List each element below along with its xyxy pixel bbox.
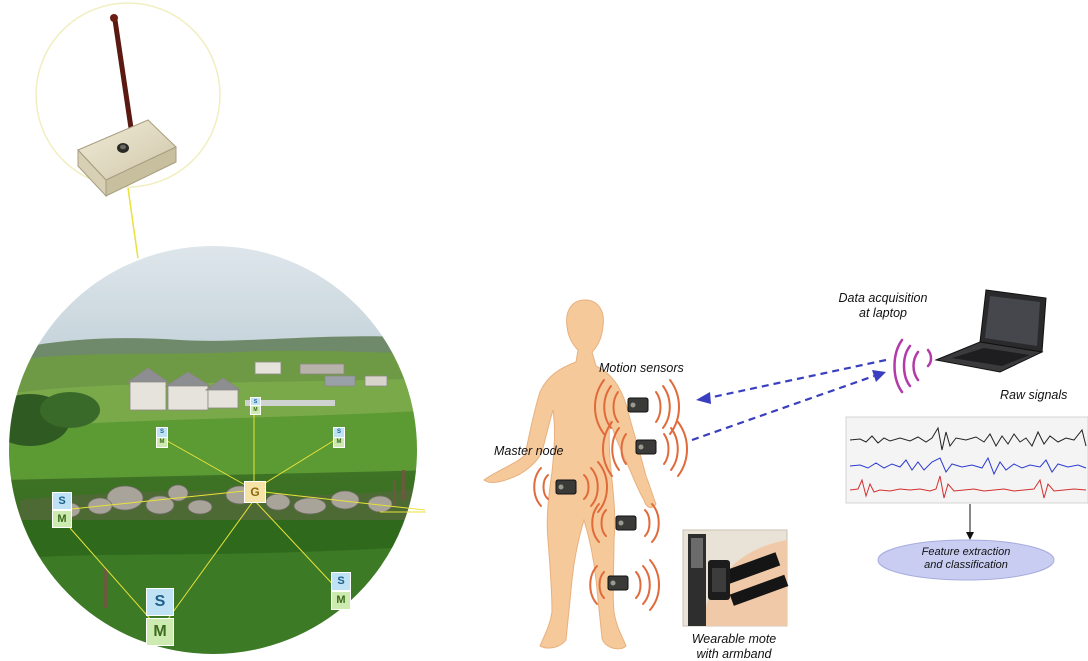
laptop-waves [895, 340, 932, 392]
wearable-mote-photo [683, 530, 788, 626]
data-acquisition-label: Data acquisition at laptop [823, 291, 943, 321]
wearable-mote-line2: with armband [674, 647, 794, 661]
wearable-mote-line1: Wearable mote [674, 632, 794, 647]
mote-node-marker: M [331, 591, 351, 610]
data-acquisition-line2: at laptop [823, 306, 943, 321]
mote-node-marker: M [146, 618, 174, 646]
human-body-silhouette [484, 300, 656, 649]
feature-extraction-line2: and classification [906, 559, 1026, 572]
mote-node-marker: M [333, 437, 345, 448]
mote-node-marker: M [250, 405, 261, 415]
laptop-icon [936, 290, 1046, 372]
landscape-photo [0, 240, 440, 661]
feature-extraction-line1: Feature extraction [906, 546, 1026, 559]
sensor-node-marker: S [146, 588, 174, 616]
motion-sensors-label: Motion sensors [599, 361, 684, 375]
raw-signals-label: Raw signals [1000, 388, 1067, 402]
mote-node-marker: M [52, 510, 72, 528]
sensor-node-marker: S [331, 572, 351, 591]
gateway-node-marker: G [244, 481, 266, 503]
feature-extraction-label: Feature extraction and classification [906, 546, 1026, 572]
data-acquisition-line1: Data acquisition [823, 291, 943, 306]
mote-node-marker: M [156, 437, 168, 448]
wearable-mote-label: Wearable mote with armband [674, 632, 794, 661]
master-node-label: Master node [494, 444, 563, 458]
sensor-node-marker: S [52, 492, 72, 510]
wsn-figure [0, 0, 440, 661]
